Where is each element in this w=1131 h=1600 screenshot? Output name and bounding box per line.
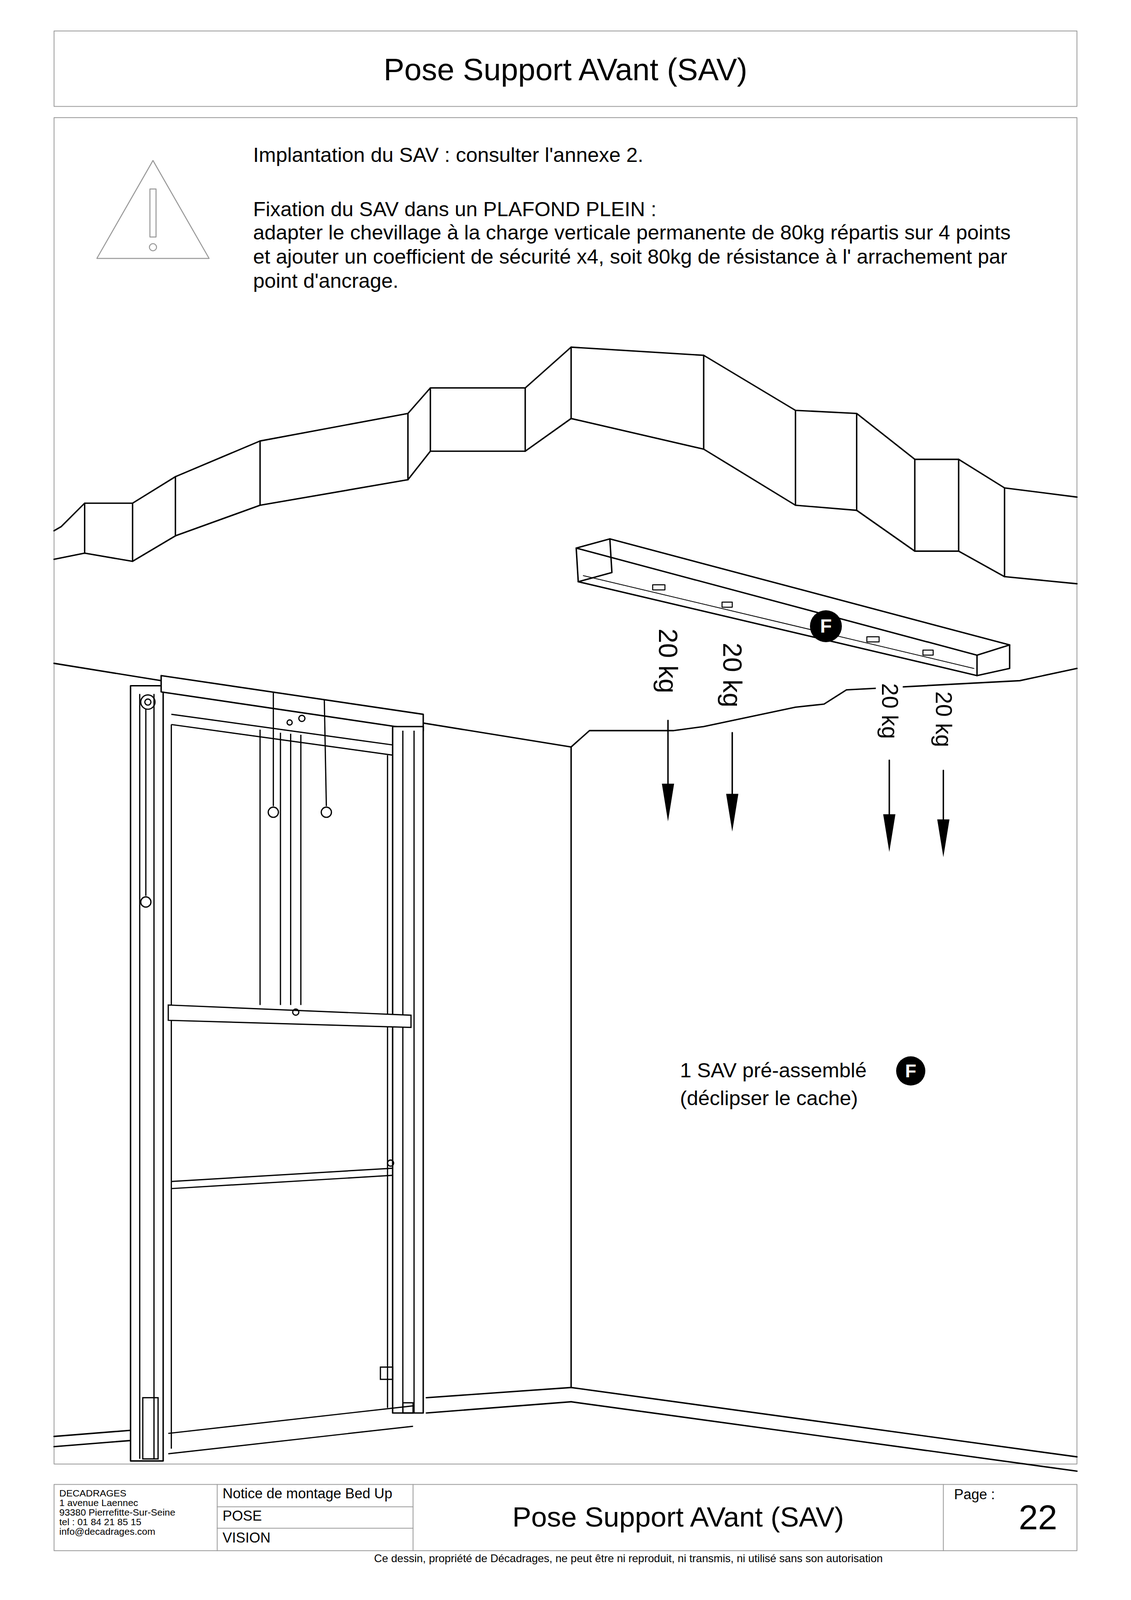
cell-text: Page : bbox=[954, 1487, 1066, 1502]
cell-text: 93380 Pierrefitte-Sur-Seine bbox=[59, 1507, 212, 1517]
load-label: 20 kg bbox=[652, 626, 684, 696]
title-block-cell: Pose Support AVant (SAV) bbox=[413, 1483, 944, 1551]
title-block-cell: DECADRAGES1 avenue Laennec93380 Pierrefi… bbox=[53, 1483, 218, 1551]
part-label: 1 SAV pré-assemblé bbox=[679, 1058, 867, 1083]
note-text: adapter le chevillage à la charge vertic… bbox=[253, 220, 1015, 293]
cell-text: Pose Support AVant (SAV) bbox=[512, 1502, 844, 1531]
copyright-note: Ce dessin, propriété de Décadrages, ne p… bbox=[373, 1551, 883, 1565]
callout-circle: F bbox=[809, 610, 842, 643]
cell-text: DECADRAGES bbox=[59, 1488, 212, 1498]
cell-text: VISION bbox=[222, 1530, 408, 1545]
title-block-cell: POSE bbox=[217, 1505, 414, 1528]
cell-text: 22 bbox=[1018, 1499, 1058, 1535]
load-label: 20 kg bbox=[876, 681, 903, 741]
note-text: Implantation du SAV : consulter l'annexe… bbox=[253, 142, 644, 167]
title-block-cell: VISION bbox=[217, 1527, 414, 1551]
cell-text: tel : 01 84 21 85 15 bbox=[59, 1516, 212, 1527]
load-label: 20 kg bbox=[929, 689, 957, 749]
callout-circle: F bbox=[896, 1056, 926, 1086]
load-label: 20 kg bbox=[716, 640, 748, 710]
cell-text: Notice de montage Bed Up bbox=[222, 1486, 408, 1501]
cell-text: POSE bbox=[222, 1508, 408, 1523]
title-block-cell: Notice de montage Bed Up bbox=[217, 1483, 414, 1506]
page-title: Pose Support AVant (SAV) bbox=[383, 51, 748, 88]
callout-letter: F bbox=[819, 616, 832, 636]
cell-text: info@decadrages.com bbox=[59, 1526, 212, 1536]
note-heading: Fixation du SAV dans un PLAFOND PLEIN : bbox=[253, 197, 657, 222]
cell-text: 1 avenue Laennec bbox=[59, 1497, 212, 1508]
part-label: (déclipser le cache) bbox=[679, 1085, 858, 1111]
callout-letter: F bbox=[905, 1061, 917, 1080]
title-block-cell: Page :22 bbox=[943, 1483, 1077, 1551]
